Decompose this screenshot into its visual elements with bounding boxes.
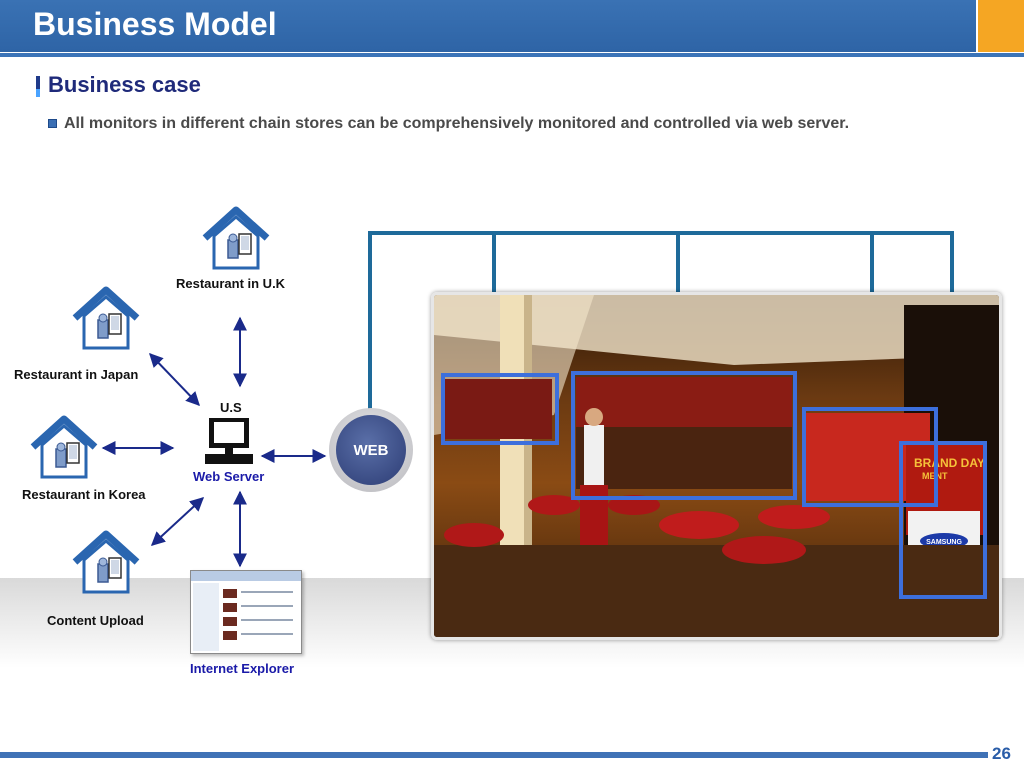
monitor-highlights xyxy=(441,371,987,599)
label-internet-explorer: Internet Explorer xyxy=(190,661,295,676)
title-bar xyxy=(0,0,976,52)
label-web-server: Web Server xyxy=(193,469,265,484)
bullet-text: All monitors in different chain stores c… xyxy=(64,115,850,132)
restaurant-scene: SAMSUNG BRAND DAY MENT xyxy=(434,295,999,637)
restaurant-photo: SAMSUNG BRAND DAY MENT xyxy=(431,292,1002,640)
page-title: Business Model xyxy=(33,6,277,42)
title-underline xyxy=(0,53,1024,57)
page-number: 26 xyxy=(992,744,1011,763)
house-icon-upload xyxy=(72,530,140,594)
label-us: U.S xyxy=(220,400,242,415)
samsung-logo: SAMSUNG xyxy=(926,539,962,546)
title-accent xyxy=(978,0,1024,52)
network-arrows xyxy=(101,316,327,568)
label-restaurant-korea: Restaurant in Korea xyxy=(22,487,146,502)
section-title: Business case xyxy=(48,72,201,97)
label-restaurant-uk: Restaurant in U.K xyxy=(176,276,286,291)
house-icon-uk xyxy=(202,206,270,270)
bullet-icon xyxy=(48,119,57,128)
web-globe-label: WEB xyxy=(336,415,406,485)
section-marker-icon-lower xyxy=(36,89,40,97)
house-icon-japan xyxy=(72,286,140,350)
label-content-upload: Content Upload xyxy=(47,613,144,628)
house-icon-korea xyxy=(30,415,98,479)
footer-line xyxy=(0,752,988,758)
section-marker-icon xyxy=(36,76,40,89)
internet-explorer-thumbnail xyxy=(190,570,302,654)
label-restaurant-japan: Restaurant in Japan xyxy=(14,367,139,382)
brand-day-sign: BRAND DAY xyxy=(914,456,985,470)
computer-icon xyxy=(205,418,253,464)
